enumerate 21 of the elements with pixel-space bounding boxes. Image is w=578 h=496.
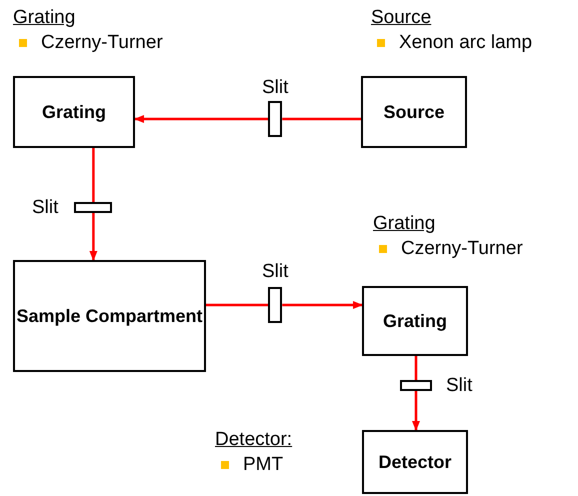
process-box: Detector xyxy=(362,430,468,494)
section-heading: Source xyxy=(371,8,432,29)
bullet-text: Xenon arc lamp xyxy=(399,32,532,54)
slit-label: Slit xyxy=(446,376,472,395)
process-box: Source xyxy=(361,76,467,148)
arrow xyxy=(134,115,268,123)
slit-label: Slit xyxy=(262,78,288,97)
process-box: Sample Compartment xyxy=(13,260,206,372)
arrow xyxy=(89,213,98,261)
arrow xyxy=(412,391,420,431)
section-heading: Grating xyxy=(13,8,76,29)
slit-label: Slit xyxy=(32,198,58,217)
process-box: Grating xyxy=(13,76,135,148)
bullet-text: Czerny-Turner xyxy=(401,238,523,260)
bullet-text: Czerny-Turner xyxy=(41,32,163,54)
section-heading: Grating xyxy=(373,214,436,235)
section-heading: Detector: xyxy=(215,430,292,451)
process-box: Grating xyxy=(362,286,468,356)
arrow xyxy=(282,301,363,309)
bullet-text: PMT xyxy=(243,454,284,476)
slit-label: Slit xyxy=(262,262,288,281)
